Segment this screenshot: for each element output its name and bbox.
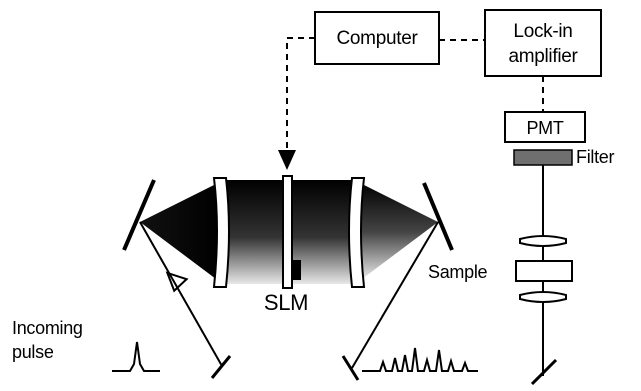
sample-assembly	[515, 235, 573, 303]
right-grating	[422, 182, 454, 251]
computer-box: Computer	[314, 11, 440, 65]
pmt-box: PMT	[504, 111, 586, 143]
right-lens	[348, 177, 366, 288]
filter-label: Filter	[576, 147, 615, 167]
arrow-down-icon	[278, 150, 296, 170]
left-lens	[212, 177, 230, 288]
output-mirror	[341, 355, 360, 381]
detection-mirror	[530, 358, 558, 386]
slm: SLM	[264, 175, 308, 315]
incoming-label-line2: pulse	[12, 342, 54, 362]
lockin-amplifier-box: Lock-in amplifier	[484, 9, 602, 77]
lockin-label-line2: amplifier	[508, 46, 578, 67]
input-mirror	[210, 355, 232, 379]
left-grating	[122, 179, 156, 251]
input-beam-line	[139, 221, 223, 367]
sample-label: Sample	[428, 262, 488, 282]
computer-label: Computer	[336, 28, 418, 49]
shaped-pulse-waveform	[362, 347, 478, 372]
incoming-pulse-waveform	[112, 341, 160, 372]
left-dispersed-beam	[140, 182, 220, 282]
output-beam-line	[351, 221, 439, 369]
pmt-label: PMT	[526, 118, 563, 138]
incoming-label-line1: Incoming	[12, 318, 83, 338]
slm-label: SLM	[264, 290, 308, 315]
arrow-up-icon	[165, 271, 189, 293]
lockin-label-line1: Lock-in	[513, 21, 572, 42]
filter: Filter	[513, 147, 615, 167]
right-dispersed-beam	[358, 182, 438, 282]
dashed-signal-lines	[286, 37, 544, 150]
